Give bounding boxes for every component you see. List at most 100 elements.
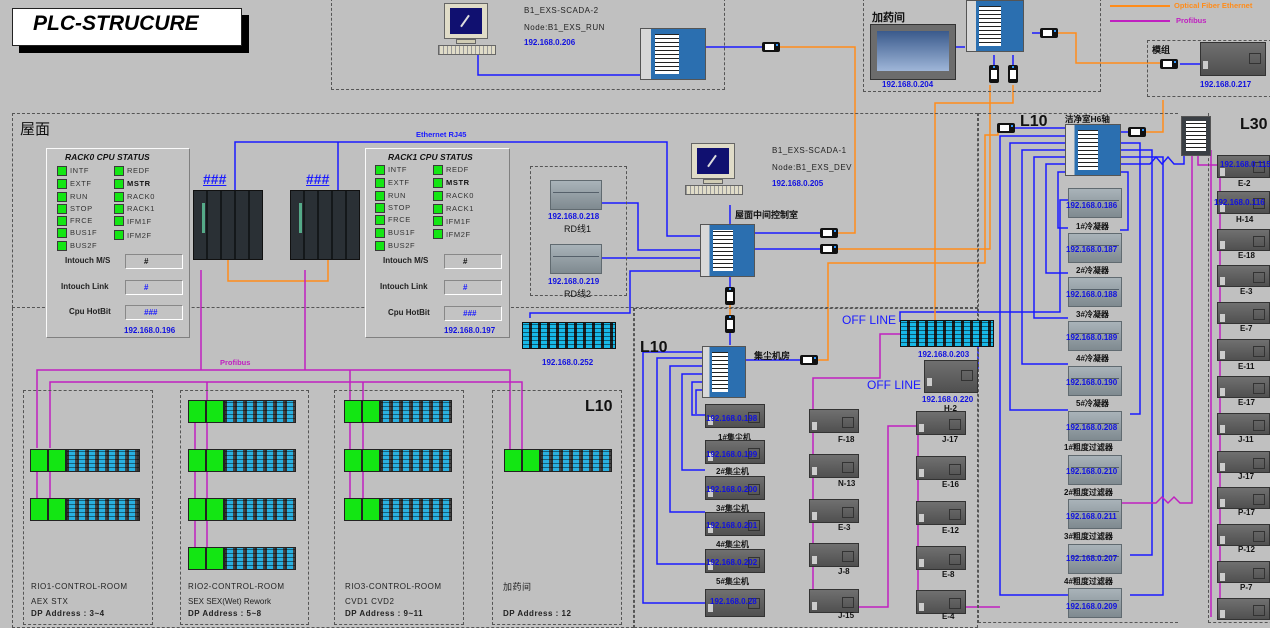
- dust-plc-5[interactable]: [705, 549, 765, 573]
- chain-a-plc-1[interactable]: [809, 409, 859, 433]
- l30-plc-1[interactable]: [1217, 155, 1270, 178]
- cpu-hotbit-value: ###: [125, 305, 183, 320]
- rio4-dp-address: DP Address : 12: [503, 609, 572, 618]
- scada2-switch[interactable]: [640, 28, 706, 80]
- rio4-rack-1[interactable]: [504, 449, 612, 472]
- l30-plc-3-name: E-18: [1238, 251, 1255, 260]
- rio2-rack-2[interactable]: [188, 449, 296, 472]
- hmi-panel[interactable]: [870, 24, 956, 80]
- intouch-ms-label: Intouch M/S: [383, 256, 429, 265]
- clean-plc-8[interactable]: [1068, 499, 1122, 529]
- l30-switch[interactable]: [1181, 116, 1211, 156]
- clean-plc-7[interactable]: [1068, 455, 1122, 485]
- dosing-switch[interactable]: [966, 0, 1024, 52]
- l30-plc-9[interactable]: [1217, 451, 1270, 473]
- l30-plc-7[interactable]: [1217, 376, 1270, 398]
- chain-b-label: E-8: [942, 570, 955, 579]
- offline-status-1: OFF LINE: [842, 313, 897, 327]
- l30-plc-12[interactable]: [1217, 561, 1270, 583]
- plc-rack-0[interactable]: [193, 190, 263, 260]
- dust-plc-6[interactable]: [705, 589, 765, 617]
- dust-plc-2[interactable]: [705, 440, 765, 464]
- clean-plc-9[interactable]: [1068, 544, 1122, 574]
- rio1-line1: RIO1-CONTROL-ROOM: [31, 582, 128, 591]
- rio2-rack-1[interactable]: [188, 400, 296, 423]
- clean-plc-6-ip: 192.168.0.208: [1066, 423, 1118, 432]
- dust-plc-4[interactable]: [705, 512, 765, 536]
- led-rack0: [433, 191, 443, 201]
- rio2-rack-4[interactable]: [188, 547, 296, 570]
- l30-plc-5[interactable]: [1217, 302, 1270, 324]
- led-label: BUS1F: [70, 228, 98, 237]
- dust-plc-1-name: 1#集尘机: [718, 433, 751, 442]
- dust-plc-1[interactable]: [705, 404, 765, 428]
- rack-252[interactable]: [522, 322, 616, 349]
- chain-a-plc-3[interactable]: [809, 499, 859, 523]
- scada1-computer[interactable]: [685, 143, 745, 198]
- rack-252-ip: 192.168.0.252: [542, 358, 594, 367]
- intouch-ms-value: #: [444, 254, 502, 269]
- chain-b-plc-4[interactable]: [916, 546, 966, 570]
- chain-b-plc-5[interactable]: [916, 590, 966, 614]
- clean-plc-1[interactable]: [1068, 188, 1122, 218]
- dust-switch-name: 集尘机房: [754, 351, 791, 361]
- l30-plc-4[interactable]: [1217, 265, 1270, 287]
- clean-plc-4[interactable]: [1068, 321, 1122, 351]
- dust-plc-3[interactable]: [705, 476, 765, 500]
- page-title-text: PLC-STRUCURE: [33, 12, 199, 35]
- l30-plc-10[interactable]: [1217, 487, 1270, 509]
- clean-switch[interactable]: [1065, 124, 1121, 176]
- chain-a-plc-5[interactable]: [809, 589, 859, 613]
- chain-b-plc-2[interactable]: [916, 456, 966, 480]
- led-bus1f: [375, 228, 385, 238]
- led-redf: [114, 166, 124, 176]
- plc-rack-1[interactable]: [290, 190, 360, 260]
- monitor-icon: [444, 3, 488, 39]
- led-label: INTF: [388, 165, 408, 174]
- clean-plc-2[interactable]: [1068, 233, 1122, 263]
- l30-plc-3[interactable]: [1217, 229, 1270, 251]
- zone-module-label: 模组: [1152, 45, 1171, 55]
- clean-plc-5[interactable]: [1068, 366, 1122, 396]
- l30-plc-8[interactable]: [1217, 413, 1270, 435]
- offline-status-2: OFF LINE: [867, 378, 922, 392]
- led-mstr: [114, 179, 124, 189]
- rio3-rack-3[interactable]: [344, 498, 452, 521]
- scada2-computer[interactable]: [438, 3, 498, 58]
- led-stop: [375, 203, 385, 213]
- chain-b-plc-1[interactable]: [916, 411, 966, 435]
- clean-plc-3[interactable]: [1068, 277, 1122, 307]
- cpu-hotbit-label: Cpu HotBit: [69, 307, 111, 316]
- rio3-rack-1[interactable]: [344, 400, 452, 423]
- rio1-rack-1[interactable]: [30, 449, 140, 472]
- led-ifm1f: [433, 216, 443, 226]
- led-label: RACK0: [127, 192, 156, 201]
- rio2-rack-3[interactable]: [188, 498, 296, 521]
- clean-plc-4-ip: 192.168.0.189: [1066, 333, 1118, 342]
- chain-a-plc-4[interactable]: [809, 543, 859, 567]
- module-plc[interactable]: [1200, 42, 1266, 76]
- dust-switch[interactable]: [702, 346, 746, 398]
- chain-a-plc-2[interactable]: [809, 454, 859, 478]
- cpu-hotbit-label: Cpu HotBit: [388, 308, 430, 317]
- rio1-rack-2[interactable]: [30, 498, 140, 521]
- clean-plc-10-ip: 192.168.0.209: [1066, 602, 1118, 611]
- clean-plc-6[interactable]: [1068, 411, 1122, 441]
- rd1-plc[interactable]: [550, 180, 602, 210]
- rd2-plc[interactable]: [550, 244, 602, 274]
- clean-plc-3-ip: 192.168.0.188: [1066, 290, 1118, 299]
- chain-b-plc-3[interactable]: [916, 501, 966, 525]
- media-converter: [1160, 59, 1178, 69]
- clean-plc-8-ip: 192.168.0.211: [1066, 512, 1117, 521]
- rd1-ip: 192.168.0.218: [548, 212, 600, 221]
- l30-plc-2-name: H-14: [1236, 215, 1254, 224]
- l30-plc-6[interactable]: [1217, 339, 1270, 361]
- offline-plc-220[interactable]: [924, 360, 978, 393]
- l30-plc-11[interactable]: [1217, 524, 1270, 546]
- rack1-status-panel: RACK1 CPU STATUS INTF EXTF RUN STOP FRCE…: [365, 148, 510, 338]
- rio3-rack-2[interactable]: [344, 449, 452, 472]
- dust-plc-4-ip: 192.168.0.201: [706, 521, 758, 530]
- roof-switch[interactable]: [700, 224, 755, 277]
- dust-plc-3-ip: 192.168.0.200: [706, 485, 758, 494]
- offline-rack-203[interactable]: [900, 320, 994, 347]
